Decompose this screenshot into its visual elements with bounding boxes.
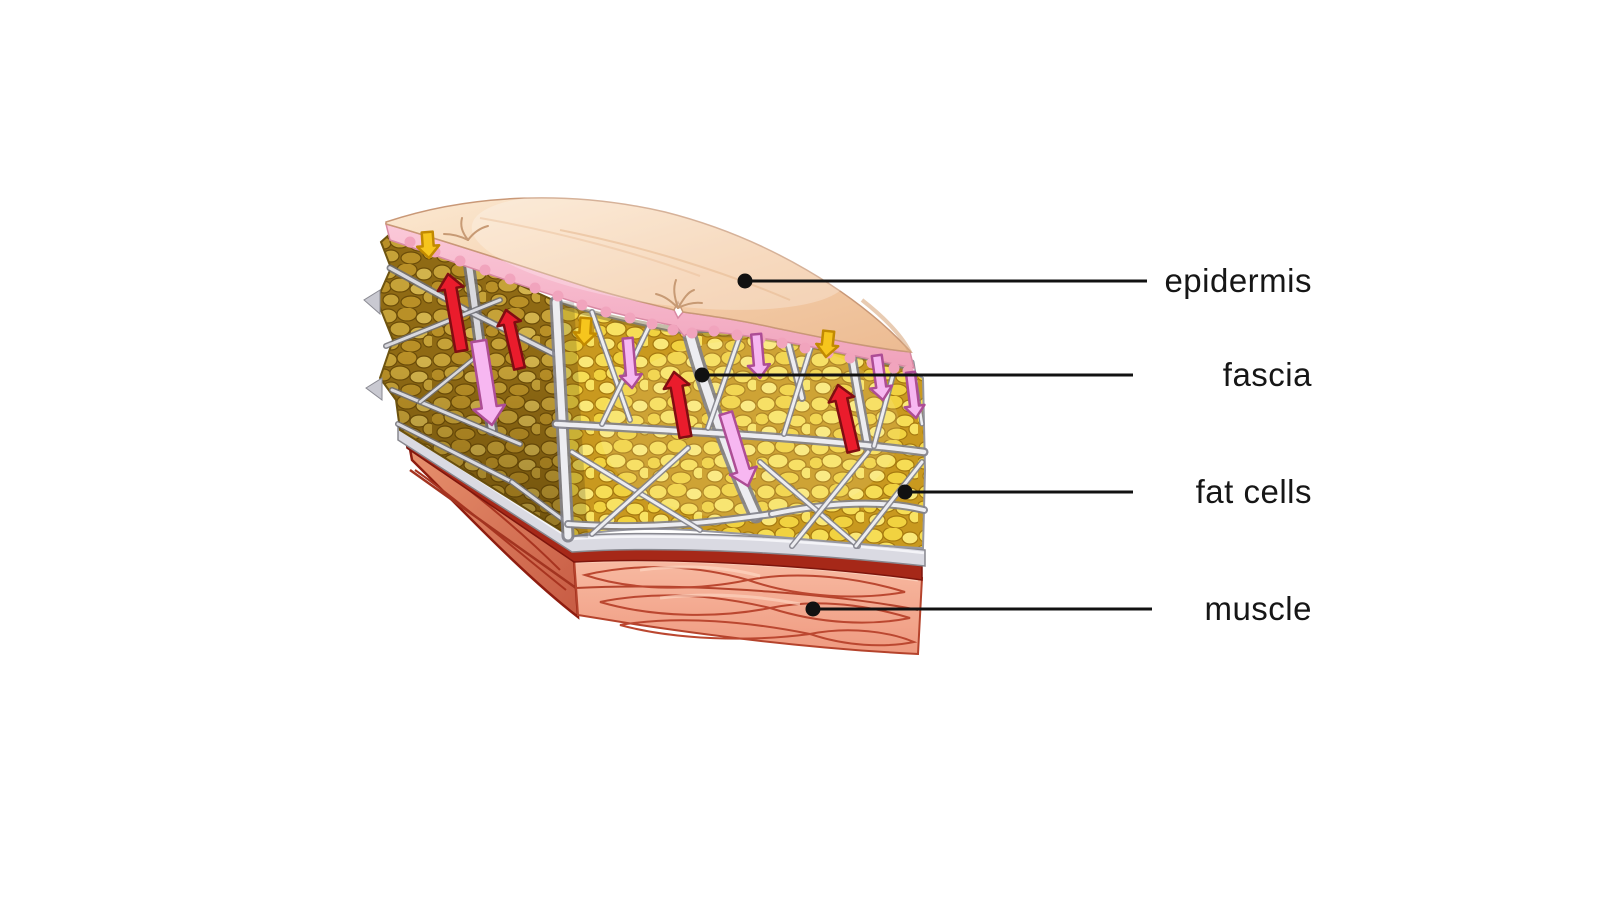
arrow-up-red-2 <box>496 308 527 371</box>
label-muscle: muscle <box>1204 590 1312 627</box>
fat-layer-front-face <box>549 295 929 550</box>
skin-crease <box>443 217 489 241</box>
skin-dimple <box>655 279 703 309</box>
arrow-down-yellow-1 <box>415 230 441 260</box>
arrow-up-red-4 <box>827 383 861 454</box>
dermis-scallops <box>404 236 914 377</box>
leader-fascia <box>694 367 1133 383</box>
arrow-down-pink-6 <box>903 370 926 420</box>
fascia-pointer-dot <box>694 367 710 383</box>
label-fascia: fascia <box>1222 356 1312 393</box>
arrow-down-pink-2 <box>618 336 644 390</box>
arrow-up-red-1 <box>436 272 469 354</box>
arrow-down-yellow-3 <box>815 329 840 359</box>
arrow-down-yellow-2 <box>572 316 598 347</box>
arrow-up-red-3 <box>662 370 693 440</box>
arrow-down-pink-3 <box>746 332 772 380</box>
fascia-base-sheet <box>397 424 926 567</box>
fascia-bands-front <box>549 295 929 549</box>
label-fat-cells: fat cells <box>1195 473 1312 510</box>
muscle-pointer-dot <box>805 601 821 617</box>
label-epidermis: epidermis <box>1164 262 1312 299</box>
arrow-down-pink-4 <box>869 353 894 402</box>
leader-fat-cells <box>897 484 1133 500</box>
leader-epidermis <box>737 273 1147 289</box>
pressure-arrows <box>415 230 926 488</box>
fat-cells-pointer-dot <box>897 484 913 500</box>
arrow-down-pink-1 <box>470 338 507 427</box>
arrow-down-pink-5 <box>718 410 758 488</box>
leader-muscle <box>805 601 1152 617</box>
fat-layer-cut-face <box>363 232 570 537</box>
epidermis-pointer-dot <box>737 273 753 289</box>
